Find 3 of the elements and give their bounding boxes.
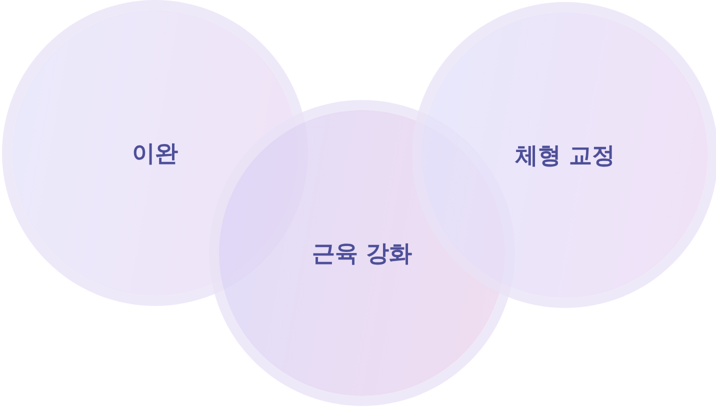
circle-label: 체형 교정	[514, 142, 615, 170]
circle-label: 근육 강화	[312, 240, 412, 268]
circle-label: 이완	[132, 140, 178, 168]
